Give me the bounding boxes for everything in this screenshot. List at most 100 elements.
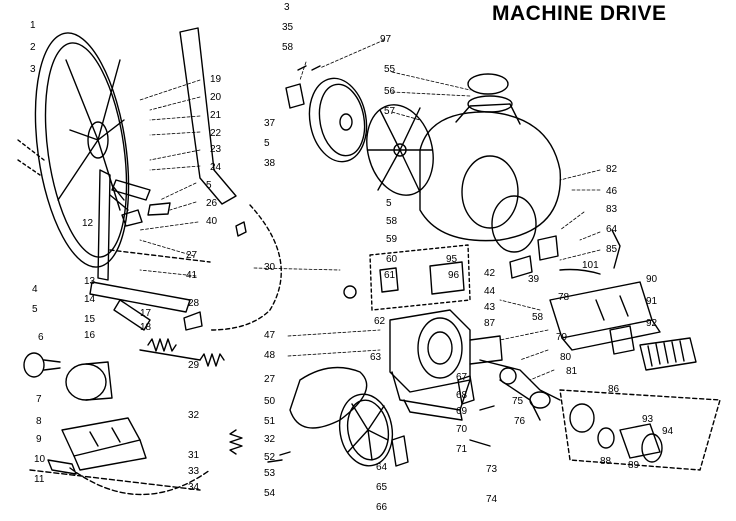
callout-c11: 11 xyxy=(34,474,45,485)
callout-c7: 7 xyxy=(36,394,42,405)
callout-c42: 42 xyxy=(484,268,496,279)
callout-c17: 17 xyxy=(140,308,152,319)
callout-c48: 48 xyxy=(264,350,276,361)
callout-c28: 28 xyxy=(188,298,200,309)
callout-c32a: 32 xyxy=(188,410,200,421)
callout-c92: 92 xyxy=(646,318,658,329)
callout-c75: 75 xyxy=(512,396,524,407)
switch-panel xyxy=(369,244,471,311)
callout-c33: 33 xyxy=(188,466,200,477)
callout-c53: 53 xyxy=(264,468,276,479)
callout-c76: 76 xyxy=(514,416,526,427)
callout-c70: 70 xyxy=(456,424,468,435)
callout-c19: 19 xyxy=(210,74,222,85)
callout-c20: 20 xyxy=(210,92,222,103)
callout-c5a: 5 xyxy=(32,304,38,315)
callout-c54: 54 xyxy=(264,488,276,499)
callout-c64b: 64 xyxy=(376,462,388,473)
callout-c95: 95 xyxy=(446,254,458,265)
callout-c16: 16 xyxy=(84,330,96,341)
callout-c88: 88 xyxy=(600,456,612,467)
callout-c15: 15 xyxy=(84,314,96,325)
callout-c44: 44 xyxy=(484,286,496,297)
callout-c89: 89 xyxy=(628,460,640,471)
leader-lines xyxy=(139,39,601,381)
callout-c66: 66 xyxy=(376,502,388,513)
callout-c68: 68 xyxy=(456,390,468,401)
plug-assembly xyxy=(559,389,721,471)
callout-c12: 12 xyxy=(82,218,94,229)
callout-c82: 82 xyxy=(606,164,618,175)
callout-c71: 71 xyxy=(456,444,468,455)
callout-c29: 29 xyxy=(188,360,200,371)
callout-c32b: 32 xyxy=(264,434,276,445)
callout-c24: 24 xyxy=(210,162,222,173)
blower-housing xyxy=(419,73,562,253)
callout-c55: 55 xyxy=(384,64,396,75)
callout-c90: 90 xyxy=(646,274,658,285)
callout-c69: 69 xyxy=(456,406,468,417)
treadle-linkage xyxy=(89,169,211,361)
callout-c67: 67 xyxy=(456,372,468,383)
callout-c46: 46 xyxy=(606,186,618,197)
callout-c61: 61 xyxy=(384,270,396,281)
callout-c96: 96 xyxy=(448,270,460,281)
callout-c23: 23 xyxy=(210,144,222,155)
callout-c94: 94 xyxy=(662,426,674,437)
callout-c27a: 27 xyxy=(186,250,198,261)
callout-c37: 37 xyxy=(264,118,276,129)
callout-c56: 56 xyxy=(384,86,396,97)
drive-belt xyxy=(179,27,237,205)
callout-c79: 79 xyxy=(556,332,568,343)
callout-c38: 38 xyxy=(264,158,276,169)
callout-c39: 39 xyxy=(528,274,540,285)
callout-c13: 13 xyxy=(84,276,96,287)
callout-c86: 86 xyxy=(608,384,620,395)
callout-c9: 9 xyxy=(36,434,42,445)
callout-c40: 40 xyxy=(206,216,218,227)
callout-c34: 34 xyxy=(188,482,200,493)
callout-c8: 8 xyxy=(36,416,42,427)
callout-c50: 50 xyxy=(264,396,276,407)
callout-c22: 22 xyxy=(210,128,222,139)
callout-c101: 101 xyxy=(582,260,599,271)
callout-c21: 21 xyxy=(210,110,222,121)
callout-c3: 3 xyxy=(30,64,36,75)
callout-c31: 31 xyxy=(188,450,200,461)
callout-c57: 57 xyxy=(384,106,396,117)
callout-c60: 60 xyxy=(386,254,398,265)
callout-c64: 64 xyxy=(606,224,618,235)
callout-c5c: 5 xyxy=(264,138,270,149)
callout-c1: 1 xyxy=(30,20,36,31)
misc-hardware xyxy=(183,221,621,463)
motor xyxy=(23,352,113,401)
callout-c91: 91 xyxy=(646,296,658,307)
foot-control xyxy=(549,281,697,371)
callout-c41: 41 xyxy=(186,270,198,281)
callout-c30: 30 xyxy=(264,262,276,273)
callout-c81: 81 xyxy=(566,366,578,377)
gear-wheel xyxy=(338,393,409,467)
callout-c3b: 3 xyxy=(284,2,290,13)
callout-c59: 59 xyxy=(386,234,398,245)
callout-c4: 4 xyxy=(32,284,38,295)
callout-c73: 73 xyxy=(486,464,498,475)
callout-c26: 26 xyxy=(206,198,218,209)
callout-c18: 18 xyxy=(140,322,152,333)
callout-c87: 87 xyxy=(484,318,496,329)
callout-c93: 93 xyxy=(642,414,654,425)
callout-c2: 2 xyxy=(30,42,36,53)
callout-c47: 47 xyxy=(264,330,276,341)
callout-c62: 62 xyxy=(374,316,386,327)
springs xyxy=(147,338,243,455)
callout-c63: 63 xyxy=(370,352,382,363)
callout-c85: 85 xyxy=(606,244,618,255)
motor-belt xyxy=(289,366,368,429)
fan-blade xyxy=(366,104,434,196)
callout-c51: 51 xyxy=(264,416,276,427)
callout-labels: 1234567891011121314151617181920212223245… xyxy=(30,2,674,513)
callout-c5d: 5 xyxy=(386,198,392,209)
callout-c10: 10 xyxy=(34,454,46,465)
